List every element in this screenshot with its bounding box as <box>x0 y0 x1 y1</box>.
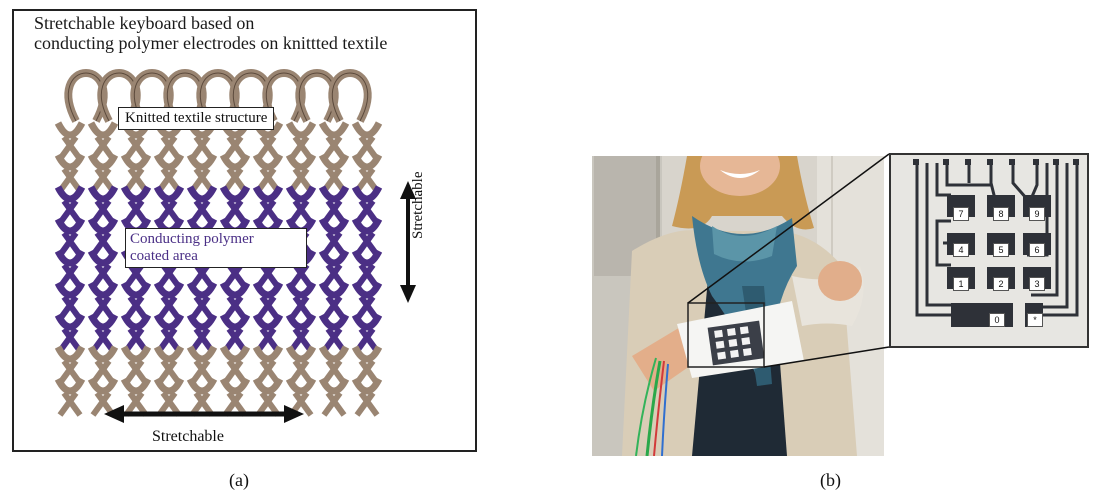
key-star: * <box>1027 313 1043 327</box>
key-3: 3 <box>1029 277 1045 291</box>
key-4: 4 <box>953 243 969 257</box>
caption-b: (b) <box>820 470 841 491</box>
key-2: 2 <box>993 277 1009 291</box>
key-9: 9 <box>1029 207 1045 221</box>
key-0: 0 <box>989 313 1005 327</box>
key-1: 1 <box>953 277 969 291</box>
key-5: 5 <box>993 243 1009 257</box>
key-8: 8 <box>993 207 1009 221</box>
key-7: 7 <box>953 207 969 221</box>
key-6: 6 <box>1029 243 1045 257</box>
zoomed-keyboard-inset: 7 8 9 4 5 6 1 2 3 0 * <box>889 153 1089 348</box>
